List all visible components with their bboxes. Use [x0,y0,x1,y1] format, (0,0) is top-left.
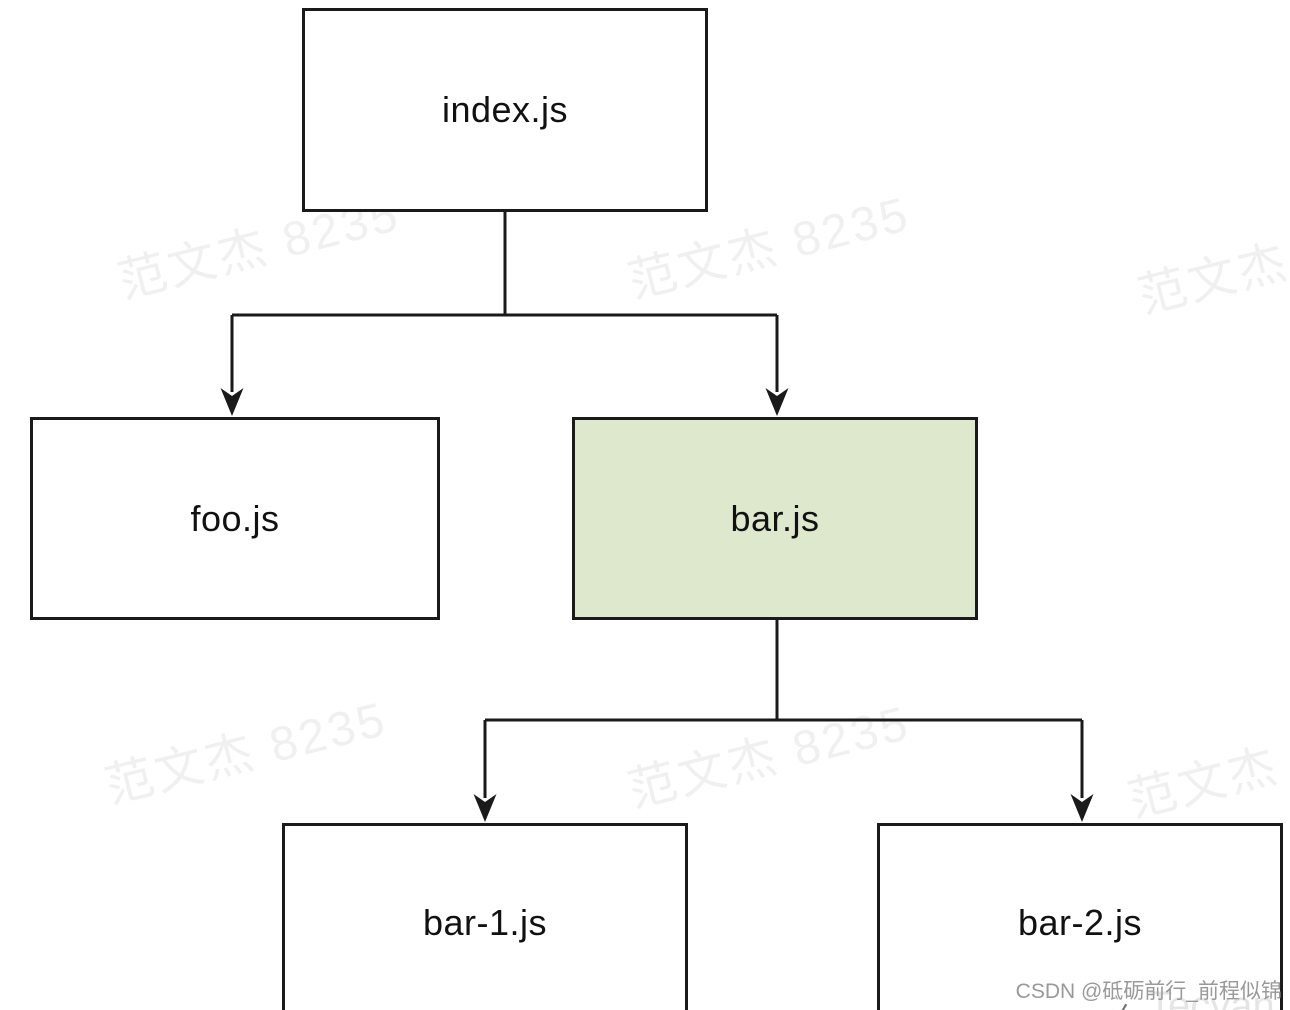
node-label: bar-1.js [422,902,548,943]
node-label: bar.js [730,497,820,539]
node-bar-js: bar.js [572,417,978,620]
csdn-attribution: CSDN @砥砺前行_前程似锦 [1015,980,1282,1003]
tecvan-watermark: Tecvan [1148,984,1275,1010]
node-bar-2-js: bar-2.js [877,823,1283,1010]
node-label: foo.js [190,497,280,539]
arrowhead-bar [765,388,789,416]
node-bar-1-js: bar-1.js [282,823,688,1010]
node-label: bar-2.js [1017,902,1143,943]
arrowhead-foo [220,388,244,416]
node-index-js: index.js [302,8,708,212]
node-foo-js: foo.js [30,417,440,620]
node-label: index.js [441,89,569,130]
arrowhead-bar-2 [1070,794,1094,822]
arrowhead-bar-1 [473,794,497,822]
